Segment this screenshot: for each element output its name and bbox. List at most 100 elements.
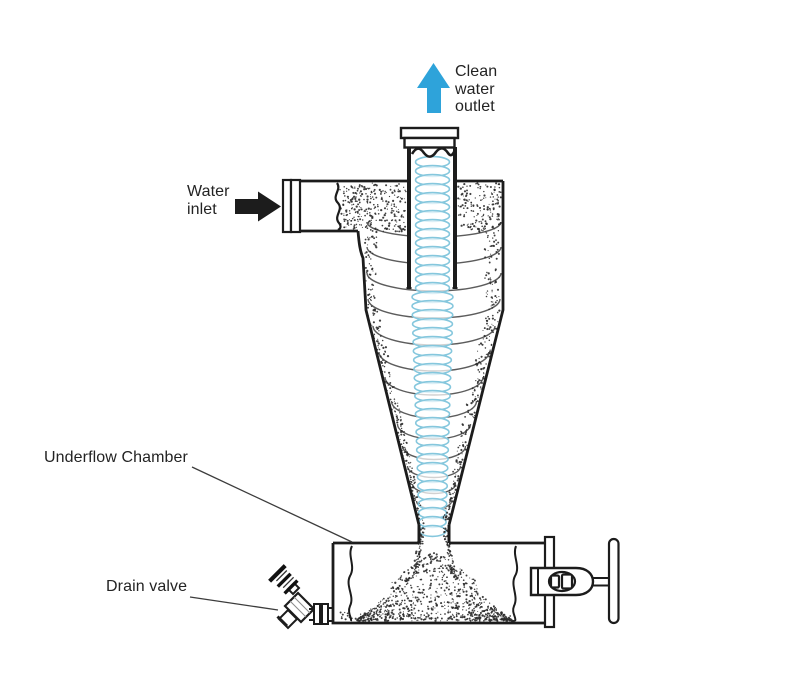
stipple-dot [423, 593, 426, 596]
stipple-dot [451, 598, 454, 600]
stipple-dot [424, 556, 427, 559]
stipple-dot [455, 460, 458, 463]
stipple-dot [373, 188, 376, 191]
stipple-dot [410, 599, 413, 603]
stipple-dot [488, 216, 491, 219]
stipple-dot [448, 493, 450, 495]
stipple-dot [450, 487, 453, 489]
stipple-dot [496, 612, 498, 614]
stipple-dot [482, 197, 485, 199]
stipple-dot [363, 198, 365, 201]
stipple-dot [420, 540, 422, 543]
stipple-dot [375, 241, 378, 244]
stipple-dot [442, 575, 445, 577]
stipple-dot [420, 578, 423, 581]
stipple-dot [447, 569, 449, 571]
stipple-dot [404, 602, 406, 605]
stipple-dot [360, 208, 363, 211]
stipple-dot [344, 218, 347, 221]
stipple-dot [386, 619, 389, 622]
stipple-dot [494, 301, 497, 304]
stipple-dot [400, 602, 403, 604]
stipple-dot [457, 214, 460, 216]
stipple-dot [366, 222, 368, 224]
stipple-dot [366, 616, 368, 618]
stipple-dot [455, 474, 457, 476]
stipple-dot [470, 223, 472, 225]
stipple-dot [452, 561, 455, 563]
stipple-dot [491, 289, 493, 291]
stipple-dot [370, 208, 372, 210]
water-level-wave [410, 147, 456, 158]
stipple-dot [421, 542, 424, 545]
stipple-dot [432, 617, 434, 619]
stipple-dot [403, 209, 406, 212]
stipple-dot [478, 379, 481, 382]
stipple-dot [437, 595, 440, 598]
stipple-dot [383, 365, 386, 368]
stipple-dot [423, 563, 425, 565]
stipple-dot [412, 576, 414, 579]
stipple-dot [448, 545, 451, 548]
stipple-dot [489, 277, 491, 279]
stipple-dot [343, 190, 345, 193]
stipple-dot [391, 586, 394, 589]
stipple-dot [408, 577, 410, 580]
stipple-dot [377, 204, 379, 206]
stipple-dot [459, 463, 462, 466]
stipple-dot [473, 579, 476, 582]
stipple-dot [430, 607, 433, 610]
stipple-dot [399, 197, 402, 199]
stipple-dot [463, 198, 466, 201]
stipple-dot [354, 200, 357, 203]
stipple-dot [420, 603, 423, 605]
stipple-dot [494, 295, 497, 298]
stipple-dot [378, 188, 381, 191]
underflow-chamber-leader-line [191, 466, 353, 543]
stipple-dot [445, 508, 447, 510]
stipple-dot [443, 515, 445, 518]
stipple-dot [392, 199, 395, 202]
stipple-dot [460, 461, 463, 464]
stipple-dot [400, 433, 403, 436]
inlet-flange-inner [289, 178, 302, 234]
stipple-dot [483, 190, 485, 193]
stipple-dot [495, 608, 497, 610]
stipple-dot [489, 607, 492, 609]
stipple-dot [499, 618, 502, 621]
stipple-dot [468, 413, 471, 415]
stipple-dot [418, 550, 420, 553]
stipple-dot [486, 616, 489, 619]
stipple-dot [484, 249, 487, 251]
stipple-dot [403, 607, 406, 610]
stipple-dot [372, 614, 375, 616]
stipple-dot [483, 208, 486, 211]
stipple-dot [343, 195, 346, 197]
stipple-dot [498, 276, 500, 278]
stipple-dot [448, 585, 450, 587]
stipple-dot [470, 228, 473, 231]
stipple-dot [437, 567, 439, 570]
stipple-dot [368, 263, 371, 265]
stipple-dot [485, 222, 488, 225]
stipple-dot [378, 602, 380, 604]
vessel-outline [268, 126, 620, 630]
stipple-dot [482, 338, 484, 340]
stipple-dot [484, 227, 486, 230]
stipple-dot [453, 570, 456, 573]
stipple-dot [360, 215, 362, 218]
stipple-dot [373, 237, 376, 240]
stipple-dot [433, 557, 436, 560]
stipple-dot [451, 594, 453, 596]
stipple-dot [394, 595, 397, 597]
stipple-dot [486, 614, 489, 617]
stipple-dot [465, 194, 468, 197]
stipple-dot [454, 575, 456, 577]
stipple-dot [464, 582, 467, 585]
stipple-dot [402, 613, 405, 616]
stipple-dot [493, 613, 495, 615]
stipple-dot [364, 612, 367, 615]
stipple-dot [429, 584, 432, 587]
stipple-dot [364, 614, 367, 617]
